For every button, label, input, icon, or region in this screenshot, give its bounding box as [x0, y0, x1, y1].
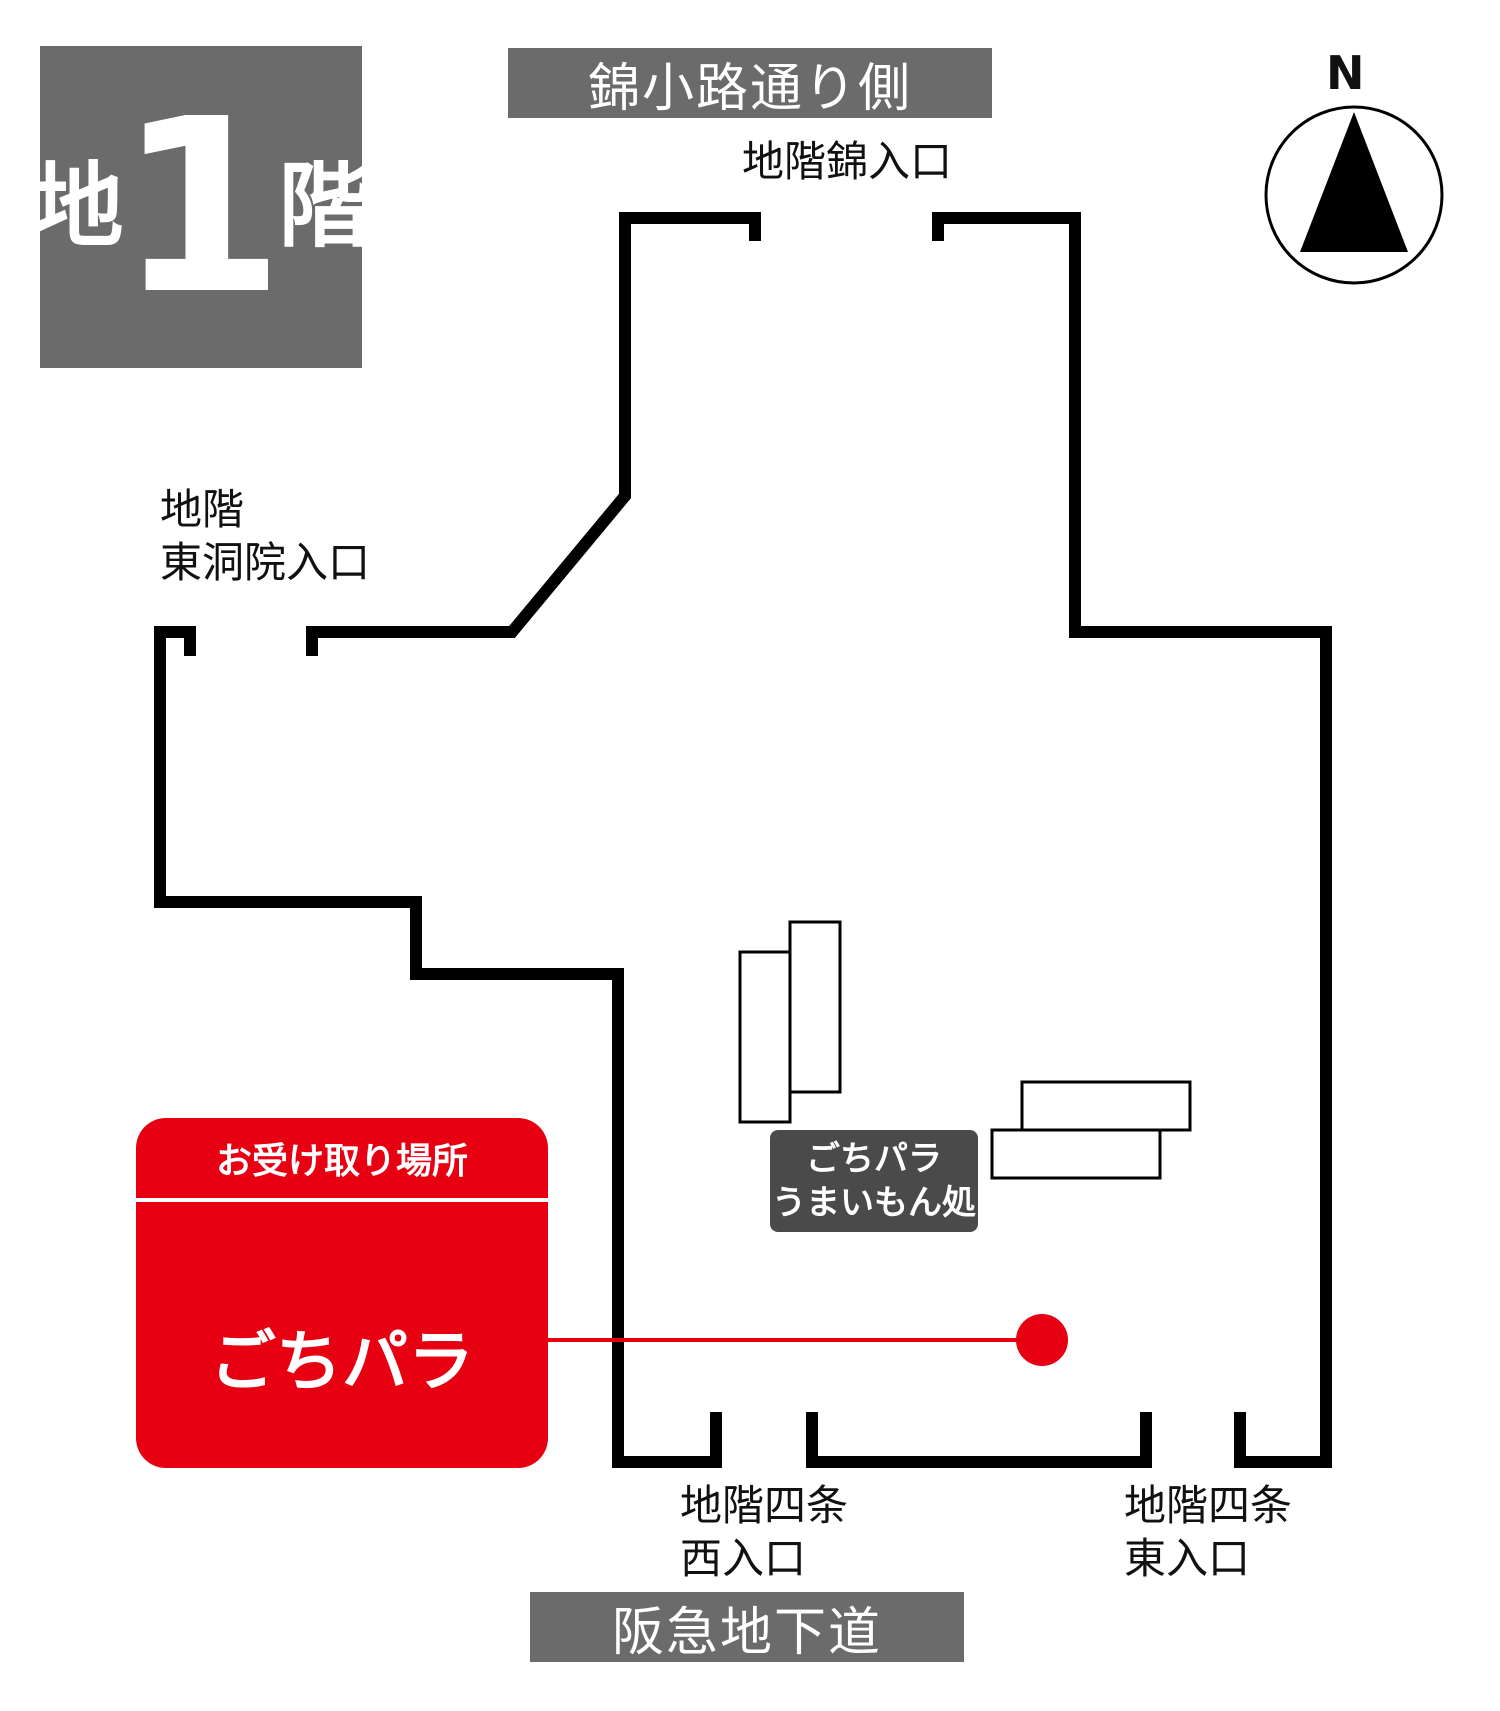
- counter-3: [1020, 1080, 1192, 1132]
- compass-arrow-icon: [1300, 112, 1408, 252]
- entrance-shijo-west-line2: 西入口: [680, 1533, 807, 1583]
- street-north-label: 錦小路通り側: [508, 48, 992, 119]
- wall-south-center: [806, 1412, 1152, 1468]
- entrance-shijo-west: 地階四条 西入口: [680, 1480, 848, 1585]
- pickup-store-name: ごちパラ 活きいき処: [136, 1202, 548, 1673]
- entrance-nishiki: 地階錦入口: [742, 137, 953, 186]
- pickup-location-marker: [1016, 1314, 1068, 1366]
- entrance-higashinotoin-line1: 地階: [160, 485, 245, 534]
- wall-nishiki-east: [932, 212, 1332, 1468]
- floor-badge: 地 1 階: [31, 46, 371, 368]
- floor-kanji-level: 階: [278, 153, 371, 260]
- pickup-name-line1: ごちパラ: [210, 1323, 474, 1401]
- entrance-higashinotoin-line2: 東洞院入口: [160, 537, 371, 587]
- wall-nishiki-west: [306, 212, 761, 656]
- entrance-shijo-west-line1: 地階四条: [680, 1481, 849, 1530]
- pickup-location-card: お受け取り場所 ごちパラ 活きいき処: [136, 1118, 548, 1578]
- store-label-line1: ごちパラ: [806, 1138, 942, 1179]
- entrance-higashinotoin: 地階 東洞院入口: [160, 484, 370, 589]
- wall-west: [154, 626, 722, 1468]
- store-label-umaimon: ごちパラ うまいもん処: [770, 1130, 978, 1232]
- entrance-shijo-east: 地階四条 東入口: [1124, 1480, 1292, 1585]
- entrance-shijo-east-line2: 東入口: [1124, 1533, 1251, 1583]
- floor-number: 1: [117, 67, 285, 347]
- counter-4: [990, 1128, 1162, 1180]
- street-south-label: 阪急地下道: [530, 1592, 964, 1663]
- entrance-shijo-east-line1: 地階四条: [1124, 1481, 1293, 1530]
- pickup-name-line2: 活きいき処: [177, 1501, 507, 1579]
- floor-kanji-ground: 地: [31, 153, 124, 260]
- compass-north-label: N: [1326, 46, 1365, 100]
- pickup-heading: お受け取り場所: [136, 1118, 548, 1202]
- counter-2: [788, 920, 842, 1094]
- store-label-line2: うまいもん処: [772, 1183, 976, 1223]
- counter-1: [738, 950, 792, 1124]
- compass-ring: [1264, 105, 1444, 285]
